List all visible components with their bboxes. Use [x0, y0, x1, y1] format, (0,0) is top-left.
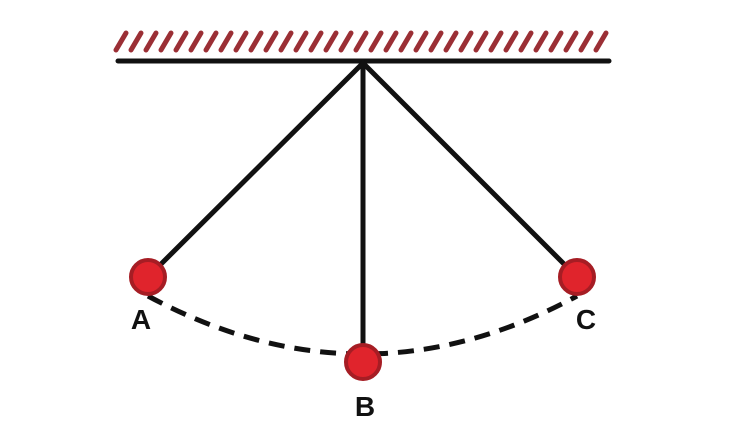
hatch-mark [113, 30, 129, 53]
hatch-mark [548, 30, 564, 53]
hatch-mark [218, 30, 234, 53]
string-to-c [360, 60, 580, 280]
string-to-a [145, 60, 366, 280]
hatch-mark [233, 30, 249, 53]
position-label-c: C [575, 304, 597, 335]
hatch-mark [398, 30, 414, 53]
bob-c [558, 258, 596, 296]
hatch-mark [338, 30, 354, 53]
hatch-mark [293, 30, 309, 53]
hatch-mark [308, 30, 324, 53]
hatch-mark [428, 30, 444, 53]
bob-b [344, 343, 382, 381]
hatch-mark [323, 30, 339, 53]
hatch-mark [203, 30, 219, 53]
hatch-mark [533, 30, 549, 53]
position-label-b: B [354, 391, 376, 422]
hatch-mark [593, 30, 609, 53]
hatch-mark [143, 30, 159, 53]
hatch-mark [518, 30, 534, 53]
hatch-mark [578, 30, 594, 53]
hatch-mark [353, 30, 369, 53]
hatch-mark [158, 30, 174, 53]
swing-arc-path [146, 293, 579, 357]
hatch-mark [248, 30, 264, 53]
hatch-mark [383, 30, 399, 53]
hatch-mark [473, 30, 489, 53]
hatch-mark [443, 30, 459, 53]
hatch-mark [173, 30, 189, 53]
hatch-mark [263, 30, 279, 53]
position-label-a: A [130, 304, 152, 335]
hatch-mark [368, 30, 384, 53]
ceiling-hatching [113, 30, 609, 53]
hatch-mark [503, 30, 519, 53]
hatch-mark [488, 30, 504, 53]
bob-a [129, 258, 167, 296]
hatch-mark [563, 30, 579, 53]
hatch-mark [188, 30, 204, 53]
hatch-mark [458, 30, 474, 53]
hatch-mark [278, 30, 294, 53]
hatch-mark [128, 30, 144, 53]
hatch-mark [413, 30, 429, 53]
